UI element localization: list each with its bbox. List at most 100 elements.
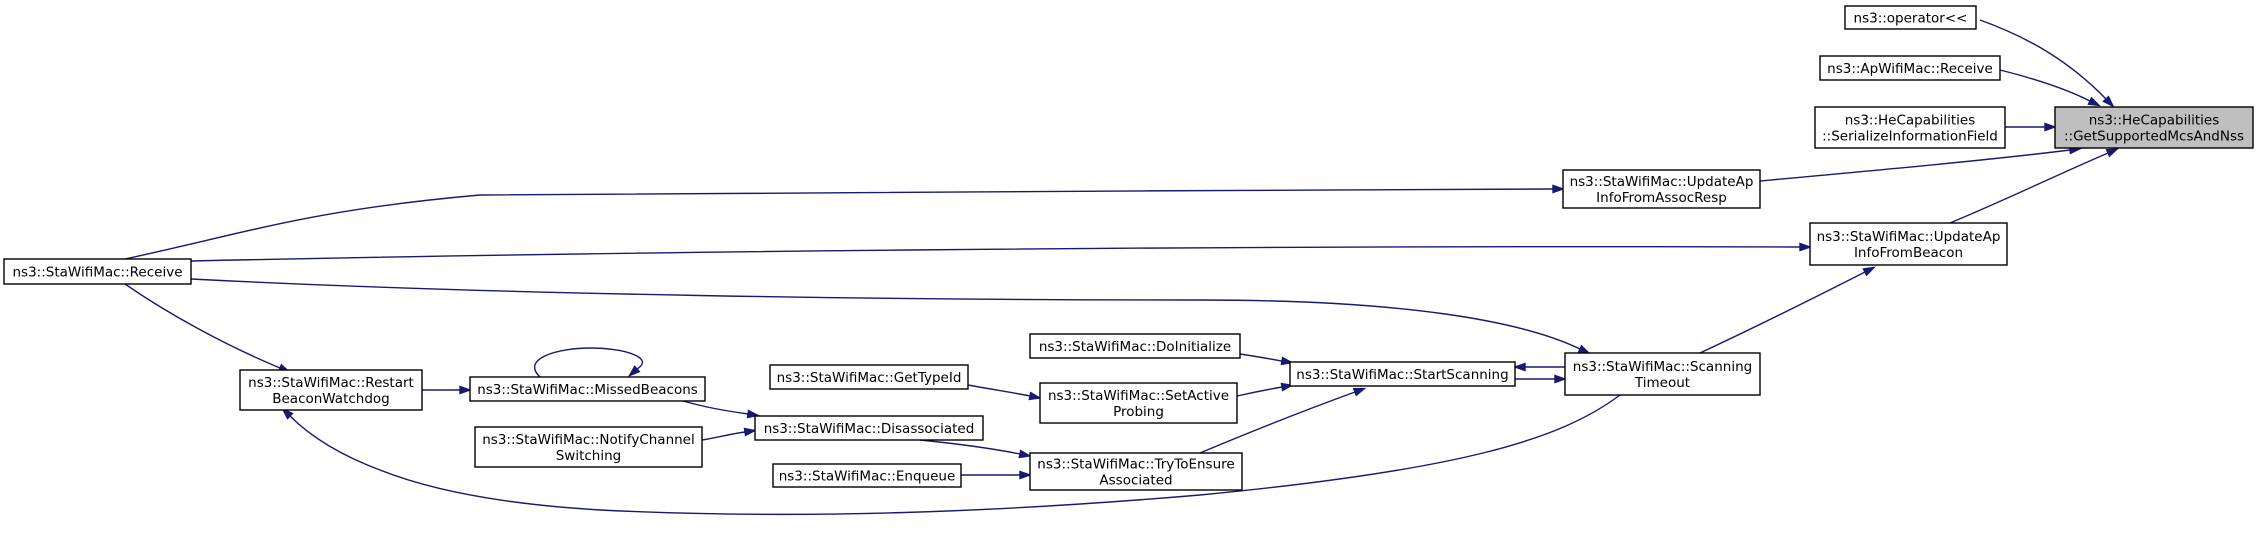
edge-restart-to-missed (422, 385, 473, 395)
node-label-line: ns3::StaWifiMac::DoInitialize (1039, 339, 1231, 355)
edge-missed-to-missed (533, 347, 644, 378)
arrowhead-icon (1028, 391, 1042, 401)
node-disassoc[interactable]: ns3::StaWifiMac::Disassociated (754, 415, 984, 441)
edge-scanTimeout-to-startScan (1512, 362, 1565, 372)
node-label-line: ns3::StaWifiMac::UpdateAp (1817, 229, 2001, 245)
node-box (1564, 352, 1761, 396)
node-doInit[interactable]: ns3::StaWifiMac::DoInitialize (1029, 333, 1241, 359)
arrowhead-icon (2105, 148, 2120, 158)
node-op[interactable]: ns3::operator<< (1844, 5, 1977, 30)
edge-line (124, 188, 1554, 260)
arrowhead-icon (627, 365, 641, 377)
edge-startScan-to-scanTimeout (1515, 374, 1568, 384)
node-label-line: ns3::StaWifiMac::GetTypeId (777, 370, 962, 386)
node-box (1819, 55, 2001, 81)
edge-updBeacon-to-root (1949, 148, 2120, 224)
node-label-line: Timeout (1634, 375, 1690, 391)
node-enqueue[interactable]: ns3::StaWifiMac::Enqueue (772, 463, 962, 488)
node-label-line: InfoFromAssocResp (1596, 190, 1727, 206)
node-label-line: ns3::HeCapabilities (1845, 113, 1975, 129)
node-box (1562, 169, 1761, 209)
edge-line (533, 347, 644, 378)
node-label-line: ::SerializeInformationField (1822, 129, 1998, 145)
arrowhead-icon (281, 407, 294, 420)
node-label-line: ns3::ApWifiMac::Receive (1827, 61, 1993, 77)
node-label-line: ns3::StaWifiMac::Scanning (1573, 359, 1752, 375)
node-label-line: ns3::StaWifiMac::NotifyChannel (482, 432, 695, 448)
node-startScan[interactable]: ns3::StaWifiMac::StartScanning (1289, 361, 1516, 387)
node-apRecv[interactable]: ns3::ApWifiMac::Receive (1819, 55, 2001, 81)
node-label-line: Associated (1099, 473, 1172, 489)
edge-line (701, 431, 746, 441)
node-box (3, 258, 192, 285)
node-serInfo[interactable]: ns3::HeCapabilities::SerializeInformatio… (1814, 106, 2006, 149)
node-box (754, 415, 984, 441)
node-box (474, 426, 703, 468)
node-label-line: ns3::StaWifiMac::Receive (12, 265, 182, 281)
node-missed[interactable]: ns3::StaWifiMac::MissedBeacons (469, 376, 706, 402)
node-label-line: ::GetSupportedMcsAndNss (2064, 129, 2244, 145)
node-label-line: BeaconWatchdog (272, 391, 390, 407)
node-label-line: Probing (1113, 404, 1164, 420)
edge-updAssoc-to-root (1759, 145, 2083, 182)
node-label-line: InfoFromBeacon (1854, 245, 1963, 261)
edge-apRecv-to-root (1999, 69, 2101, 107)
node-box (1814, 106, 2006, 149)
arrowhead-icon (1552, 184, 1566, 194)
edge-line (1979, 19, 2107, 100)
node-staRecv[interactable]: ns3::StaWifiMac::Receive (3, 258, 192, 285)
nodes-layer: ns3::HeCapabilities::GetSupportedMcsAndN… (3, 5, 2254, 491)
node-box (772, 463, 962, 488)
node-box (1844, 5, 1977, 30)
node-box (769, 364, 969, 390)
node-label-line: ns3::StaWifiMac::SetActive (1048, 388, 1229, 404)
edge-setActive-to-startScan (1236, 382, 1294, 397)
node-getTypeId[interactable]: ns3::StaWifiMac::GetTypeId (769, 364, 969, 390)
edge-line (190, 278, 1581, 350)
node-box (1029, 333, 1241, 359)
node-box (1809, 222, 2008, 266)
edge-line (190, 245, 1801, 262)
arrowhead-icon (2087, 96, 2101, 107)
edge-staRecv-to-updBeacon (190, 242, 1813, 262)
node-root[interactable]: ns3::HeCapabilities::GetSupportedMcsAndN… (2054, 106, 2254, 149)
node-label-line: Switching (556, 448, 622, 464)
node-box (2054, 106, 2254, 149)
edge-staRecv-to-updAssoc (124, 184, 1566, 260)
edge-doInit-to-startScan (1239, 353, 1294, 366)
arrowhead-icon (2044, 122, 2058, 132)
edge-line (682, 400, 749, 415)
arrowhead-icon (1019, 470, 1033, 480)
arrowhead-icon (743, 427, 757, 437)
arrowhead-icon (1799, 242, 1813, 252)
edge-disassoc-to-tryEnsure (919, 439, 1032, 459)
edge-getTypeId-to-setActive (967, 384, 1042, 401)
edge-line (1199, 391, 1356, 454)
node-box (1289, 361, 1516, 387)
node-box (1029, 452, 1243, 491)
edge-op-to-root (1979, 19, 2115, 108)
edge-notifyCh-to-disassoc (701, 427, 757, 441)
arrowhead-icon (1280, 356, 1294, 366)
node-box (1039, 382, 1238, 424)
node-label-line: ns3::StaWifiMac::MissedBeacons (477, 382, 698, 398)
arrowhead-icon (1280, 382, 1294, 392)
edge-enqueue-to-tryEnsure (961, 470, 1033, 480)
edge-staRecv-to-scanTimeout (190, 278, 1591, 355)
edge-line (919, 439, 1021, 455)
node-updAssoc[interactable]: ns3::StaWifiMac::UpdateApInfoFromAssocRe… (1562, 169, 1761, 209)
node-label-line: ns3::StaWifiMac::Restart (248, 375, 414, 391)
node-label-line: ns3::StaWifiMac::StartScanning (1296, 367, 1508, 383)
node-label-line: ns3::operator<< (1854, 11, 1968, 27)
arrowhead-icon (1862, 266, 1876, 277)
edge-serInfo-to-root (2005, 122, 2058, 132)
edges-layer (124, 19, 2120, 516)
edge-line (289, 394, 1621, 516)
